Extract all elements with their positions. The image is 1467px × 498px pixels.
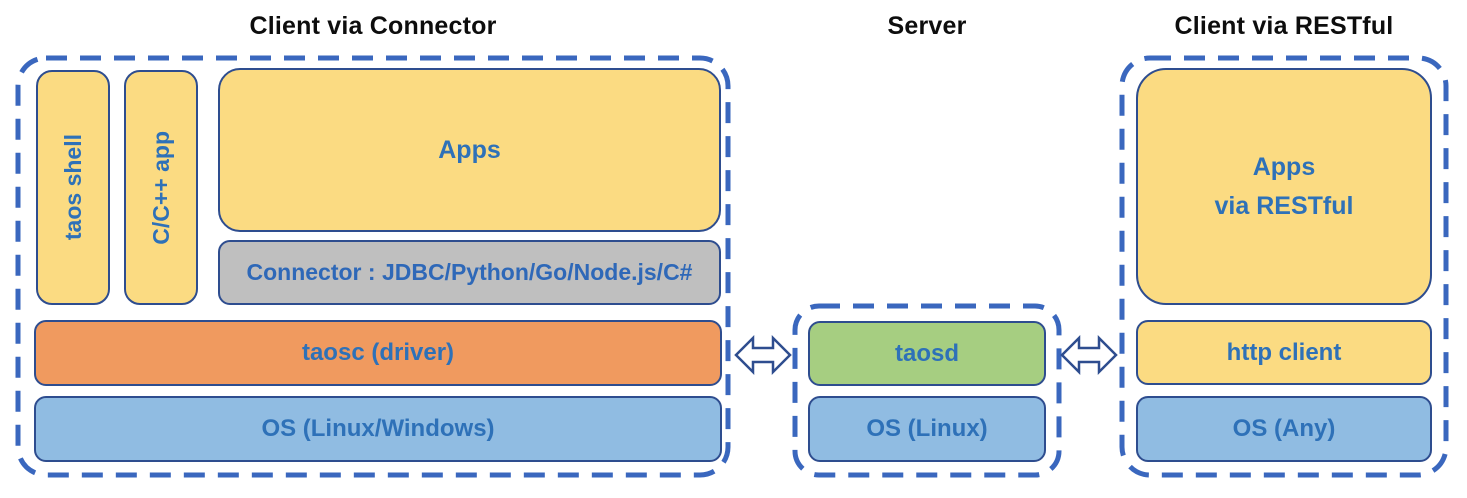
box-os-linux: OS (Linux): [808, 396, 1046, 462]
box-taosc-driver: taosc (driver): [34, 320, 722, 386]
client-restful-container-border: [1119, 55, 1449, 478]
apps-via-restful-line2: via RESTful: [1214, 191, 1354, 220]
connector-label: Connector : JDBC/Python/Go/Node.js/C#: [246, 259, 693, 285]
box-apps-via-restful: Apps via RESTful: [1136, 68, 1432, 305]
box-taosd: taosd: [808, 321, 1046, 386]
cpp-app-label: C/C++ app: [147, 130, 174, 245]
server-container-border: [792, 303, 1062, 478]
client-connector-container-border: [15, 55, 731, 478]
box-os-any: OS (Any): [1136, 396, 1432, 462]
box-cpp-app: C/C++ app: [124, 70, 198, 305]
section-title-client-restful: Client via RESTful: [1174, 12, 1394, 40]
apps-via-restful-label: Apps via RESTful: [1215, 148, 1354, 226]
http-client-label: http client: [1226, 338, 1342, 366]
apps-label: Apps: [438, 135, 501, 164]
taos-shell-label: taos shell: [59, 134, 86, 241]
section-title-client-connector: Client via Connector: [249, 12, 497, 40]
section-title-server: Server: [887, 12, 967, 40]
box-connector: Connector : JDBC/Python/Go/Node.js/C#: [218, 240, 721, 305]
double-arrow-icon-right: [1060, 334, 1118, 376]
box-os-linux-windows: OS (Linux/Windows): [34, 396, 722, 462]
apps-via-restful-line1: Apps: [1252, 152, 1316, 181]
box-apps: Apps: [218, 68, 721, 232]
taosc-driver-label: taosc (driver): [301, 339, 455, 366]
os-linux-label: OS (Linux): [866, 415, 988, 442]
double-arrow-icon-left: [734, 334, 792, 376]
box-http-client: http client: [1136, 320, 1432, 385]
os-any-label: OS (Any): [1232, 415, 1336, 442]
os-linux-windows-label: OS (Linux/Windows): [261, 415, 495, 442]
box-taos-shell: taos shell: [36, 70, 110, 305]
taosd-label: taosd: [894, 339, 959, 367]
